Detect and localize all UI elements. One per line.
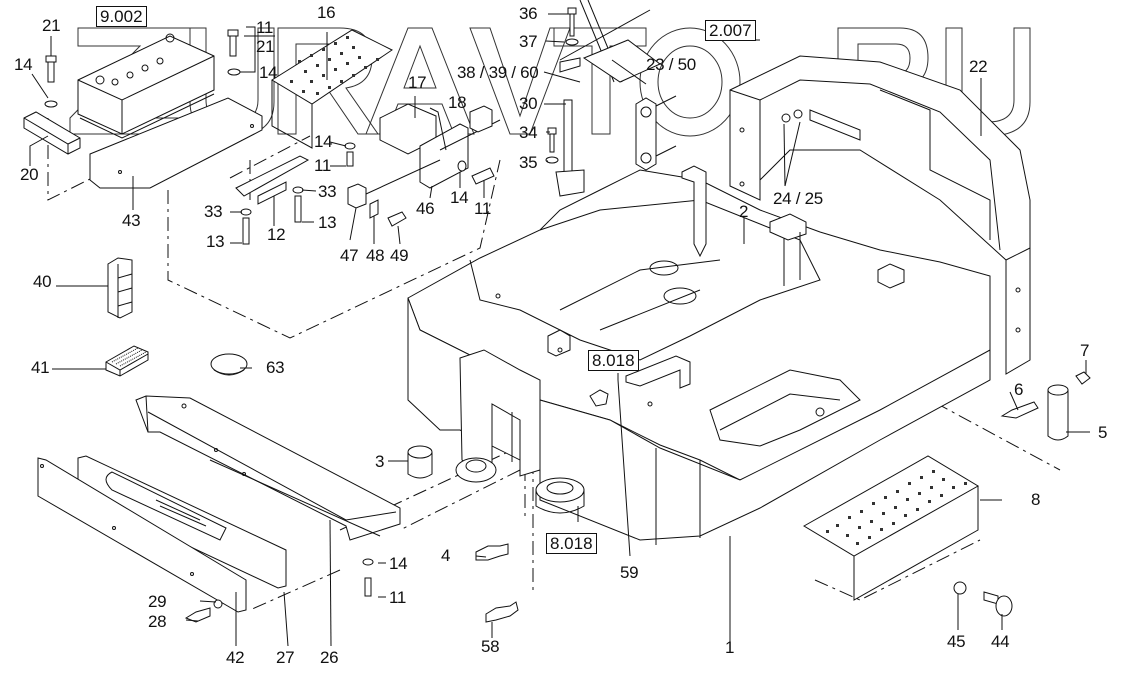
callout-label: 63 (266, 358, 285, 377)
side-cover-42 (37, 457, 247, 613)
battery (77, 33, 215, 139)
callout-label: 6 (1014, 380, 1024, 399)
battery-tray (89, 97, 263, 189)
callout-label: 34 (519, 123, 538, 142)
callout-label: 7 (1080, 341, 1090, 360)
callout-label: 14 (450, 188, 469, 207)
cover-bolt (184, 599, 223, 623)
callout-label: 49 (390, 246, 409, 265)
callout-label: 47 (340, 246, 359, 265)
angle-bracket (559, 0, 661, 83)
callout-label: 3 (375, 452, 385, 471)
callout-label: 14 (389, 554, 408, 573)
callout-label: 33 (204, 202, 223, 221)
filter-pad (105, 345, 149, 377)
callout-label: 41 (31, 358, 50, 377)
side-cover-26 (135, 395, 401, 541)
reference-box: 8.018 (546, 533, 597, 554)
callout-label: 35 (519, 153, 538, 172)
callout-label: 22 (969, 57, 988, 76)
cover-bolt-lower (362, 558, 374, 597)
leader-lines (29, 13, 1090, 647)
callout-label: 27 (276, 648, 295, 667)
main-frame (407, 165, 991, 545)
callout-label: 28 (148, 612, 167, 631)
callout-label: 42 (226, 648, 245, 667)
callout-label: 23 / 50 (646, 55, 696, 74)
callout-label: 30 (519, 94, 538, 113)
bolts-group (240, 142, 495, 245)
callout-label: 21 (256, 37, 275, 56)
callout-label: 29 (148, 592, 167, 611)
callout-label: 5 (1098, 423, 1108, 442)
callout-label: 59 (620, 563, 639, 582)
callout-label: 21 (42, 16, 61, 35)
callout-label: 36 (519, 4, 538, 23)
step-plate-bottom (803, 455, 979, 601)
clamp-bar (23, 111, 81, 155)
callout-label: 2 (739, 202, 749, 221)
grease-fitting (475, 389, 609, 623)
callout-label: 46 (416, 199, 435, 218)
step-bolt (953, 581, 1013, 617)
callout-label: 11 (389, 588, 407, 607)
callout-label: 11 (314, 156, 332, 175)
callout-label: 1 (725, 638, 735, 657)
bolt (44, 29, 241, 108)
reference-box: 2.007 (705, 20, 756, 41)
callout-label: 13 (206, 232, 225, 251)
callout-label: 44 (991, 632, 1010, 651)
callout-label: 11 (256, 18, 274, 37)
callout-label: 14 (14, 55, 33, 74)
callout-label: 4 (441, 546, 451, 565)
side-cover-27 (77, 455, 287, 589)
bushing (407, 445, 433, 479)
callout-label: 48 (366, 246, 385, 265)
callout-label: 11 (474, 199, 492, 218)
link-bar (635, 95, 677, 171)
callout-label: 18 (448, 93, 467, 112)
callout-label: 33 (318, 182, 337, 201)
callout-label: 17 (408, 73, 427, 92)
clamp-strip (235, 155, 310, 205)
callout-label: 14 (259, 63, 278, 82)
step-plate-top (271, 29, 393, 149)
callout-label: 20 (20, 165, 39, 184)
callout-label: 37 (519, 32, 538, 51)
reflector (107, 257, 133, 319)
callout-label: 12 (267, 225, 286, 244)
callout-label: 40 (33, 272, 52, 291)
reference-box: 9.002 (96, 6, 147, 27)
callout-label: 8 (1031, 490, 1041, 509)
step-bracket (379, 103, 501, 189)
pin-assembly (347, 159, 441, 227)
callout-label: 13 (318, 213, 337, 232)
callout-label: 14 (314, 132, 333, 151)
callout-label: 38 / 39 / 60 (457, 63, 539, 82)
callout-label: 24 / 25 (773, 189, 823, 208)
pin-5 (1000, 371, 1091, 441)
callout-label: 43 (122, 211, 141, 230)
reference-box: 8.018 (588, 350, 639, 371)
step-holes (826, 470, 967, 545)
counterweight (729, 55, 1031, 375)
callout-label: 26 (320, 648, 339, 667)
callout-label: 16 (317, 3, 336, 22)
callout-label: 45 (947, 632, 966, 651)
cap (210, 353, 248, 376)
callout-label: 58 (481, 637, 500, 656)
center-bolts (545, 7, 585, 197)
